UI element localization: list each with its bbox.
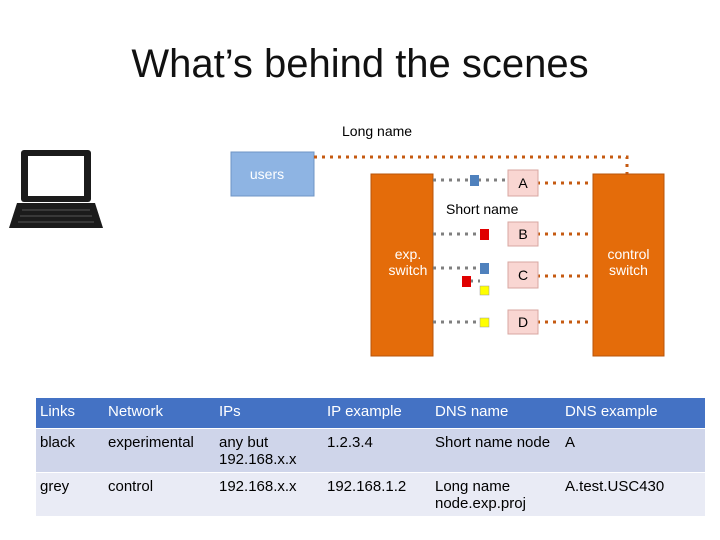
header-ip-example: IP example	[323, 398, 431, 429]
port-b-red	[480, 229, 489, 240]
table-row: black experimental any but 192.168.x.x 1…	[36, 428, 705, 473]
exp-switch-box	[370, 173, 434, 357]
node-a-box	[507, 169, 539, 197]
header-links: Links	[36, 398, 104, 429]
port-c-red	[462, 276, 471, 287]
table-cell: black	[36, 428, 104, 473]
node-d-label: D	[517, 314, 529, 330]
node-a-label: A	[518, 175, 528, 191]
users-box	[230, 151, 315, 197]
page-title: What’s behind the scenes	[131, 42, 589, 86]
node-b-box	[507, 221, 539, 247]
node-b-label: B	[518, 226, 528, 242]
node-c-label: C	[517, 267, 529, 283]
table-cell: control	[104, 472, 215, 517]
table-row: grey control 192.168.x.x 192.168.1.2 Lon…	[36, 472, 705, 517]
table-cell: A	[561, 428, 705, 473]
network-diagram	[9, 150, 665, 357]
short-name-label: Short name	[446, 201, 519, 217]
port-c-yellow	[479, 285, 490, 296]
port-d-yellow	[479, 317, 490, 328]
table-cell: A.test.USC430	[561, 472, 705, 517]
table-cell: 192.168.1.2	[323, 472, 431, 517]
table-cell: grey	[36, 472, 104, 517]
port-c-blue	[480, 263, 489, 274]
header-dns-name: DNS name	[431, 398, 561, 429]
table-cell: 1.2.3.4	[323, 428, 431, 473]
control-switch-label: control switch	[607, 246, 650, 279]
header-dns-example: DNS example	[561, 398, 705, 429]
exp-switch-label: exp. switch	[388, 246, 428, 279]
laptop-icon	[9, 150, 103, 228]
long-name-label: Long name	[342, 123, 413, 139]
links-table: Links Network IPs IP example DNS name DN…	[36, 398, 705, 517]
header-ips: IPs	[215, 398, 323, 429]
control-links	[537, 181, 593, 324]
node-c-box	[507, 261, 539, 289]
long-name-link	[314, 155, 629, 175]
table-header-row: Links Network IPs IP example DNS name DN…	[36, 398, 705, 429]
port-a-blue	[470, 175, 479, 186]
table-cell: Long name node.exp.proj	[431, 472, 561, 517]
node-d-box	[507, 309, 539, 335]
experimental-links	[433, 178, 508, 324]
table-cell: Short name node	[431, 428, 561, 473]
header-network: Network	[104, 398, 215, 429]
users-label: users	[249, 166, 285, 182]
table-cell: any but 192.168.x.x	[215, 428, 323, 473]
table-cell: 192.168.x.x	[215, 472, 323, 517]
table-cell: experimental	[104, 428, 215, 473]
